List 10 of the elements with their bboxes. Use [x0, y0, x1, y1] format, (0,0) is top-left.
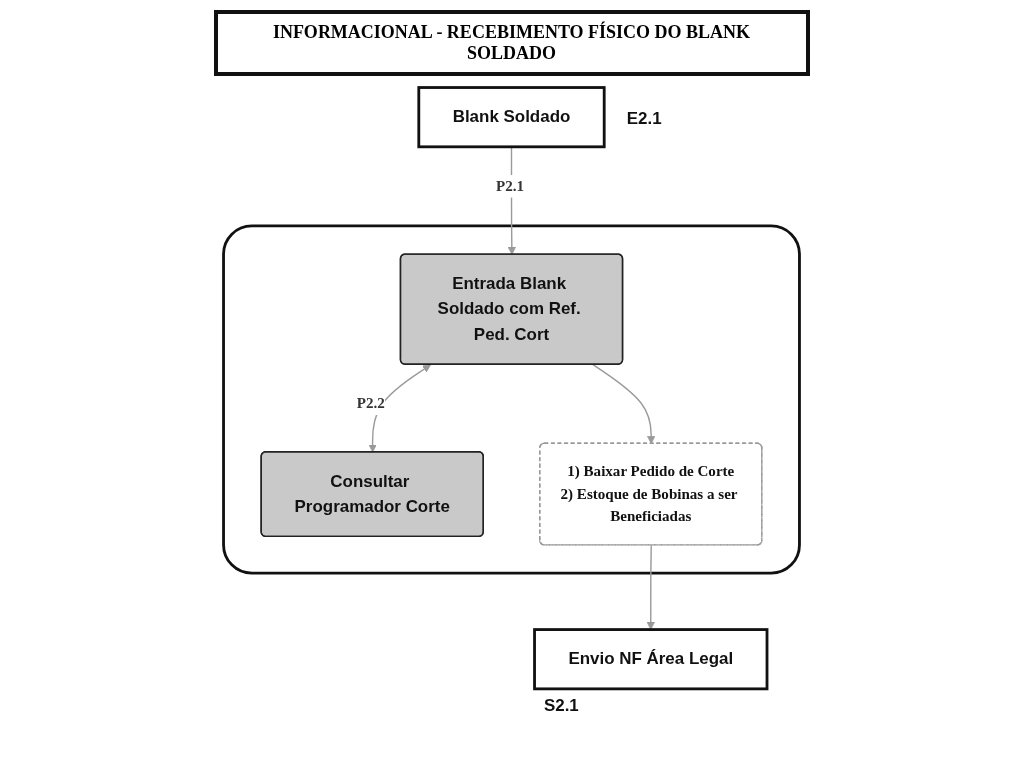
- node-caption: E2.1: [626, 108, 662, 128]
- node-box: Envio NF Área Legal: [533, 628, 769, 691]
- arrow: [592, 363, 656, 445]
- node-box: Blank Soldado: [417, 86, 606, 149]
- edge-label: P2.1: [496, 177, 525, 194]
- arrow: [646, 544, 655, 630]
- edge-label: P2.2: [356, 395, 385, 412]
- cluster: [222, 224, 801, 575]
- title-box: INFORMACIONAL - RECEBIMENTO FÍSICO DO BLANK SOLDADO: [213, 10, 810, 76]
- node-caption: S2.1: [543, 696, 579, 716]
